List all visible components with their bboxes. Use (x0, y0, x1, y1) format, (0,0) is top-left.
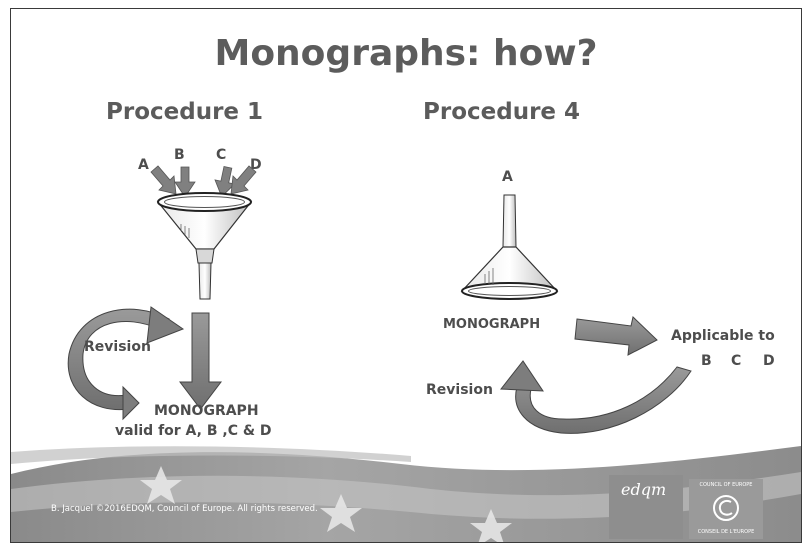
input-a-label: A (138, 157, 149, 173)
input-b-label: B (174, 147, 185, 163)
procedure-1-diagram: A B C D (11, 9, 801, 449)
revision-label-1: Revision (84, 339, 151, 355)
revision-loop-4 (501, 361, 691, 433)
coe-emblem-icon (711, 493, 741, 523)
copyright-text: B. Jacquel ©2016EDQM, Council of Europe.… (51, 504, 318, 514)
edqm-logo: edqm (609, 475, 683, 539)
applicable-target-c: C (731, 353, 741, 369)
applicable-to-label: Applicable to (671, 328, 775, 344)
funnel-1-icon (158, 193, 251, 299)
applicable-arrow-right (575, 317, 657, 355)
output-arrow-down (180, 313, 221, 409)
slide: Monographs: how? Procedure 1 Procedure 4… (10, 8, 802, 543)
funnel-4-icon (462, 195, 557, 299)
applicable-target-b: B (701, 353, 712, 369)
procedure-4-input-a: A (502, 169, 513, 185)
input-c-label: C (216, 147, 226, 163)
input-arrow-a (151, 166, 176, 194)
council-of-europe-logo: COUNCIL OF EUROPE CONSEIL DE L'EUROPE (689, 479, 763, 539)
applicable-target-d: D (763, 353, 775, 369)
monograph-output-label: MONOGRAPH (154, 403, 259, 419)
revision-label-4: Revision (426, 382, 493, 398)
monograph-label: MONOGRAPH (443, 317, 540, 332)
input-arrow-d (231, 166, 256, 194)
